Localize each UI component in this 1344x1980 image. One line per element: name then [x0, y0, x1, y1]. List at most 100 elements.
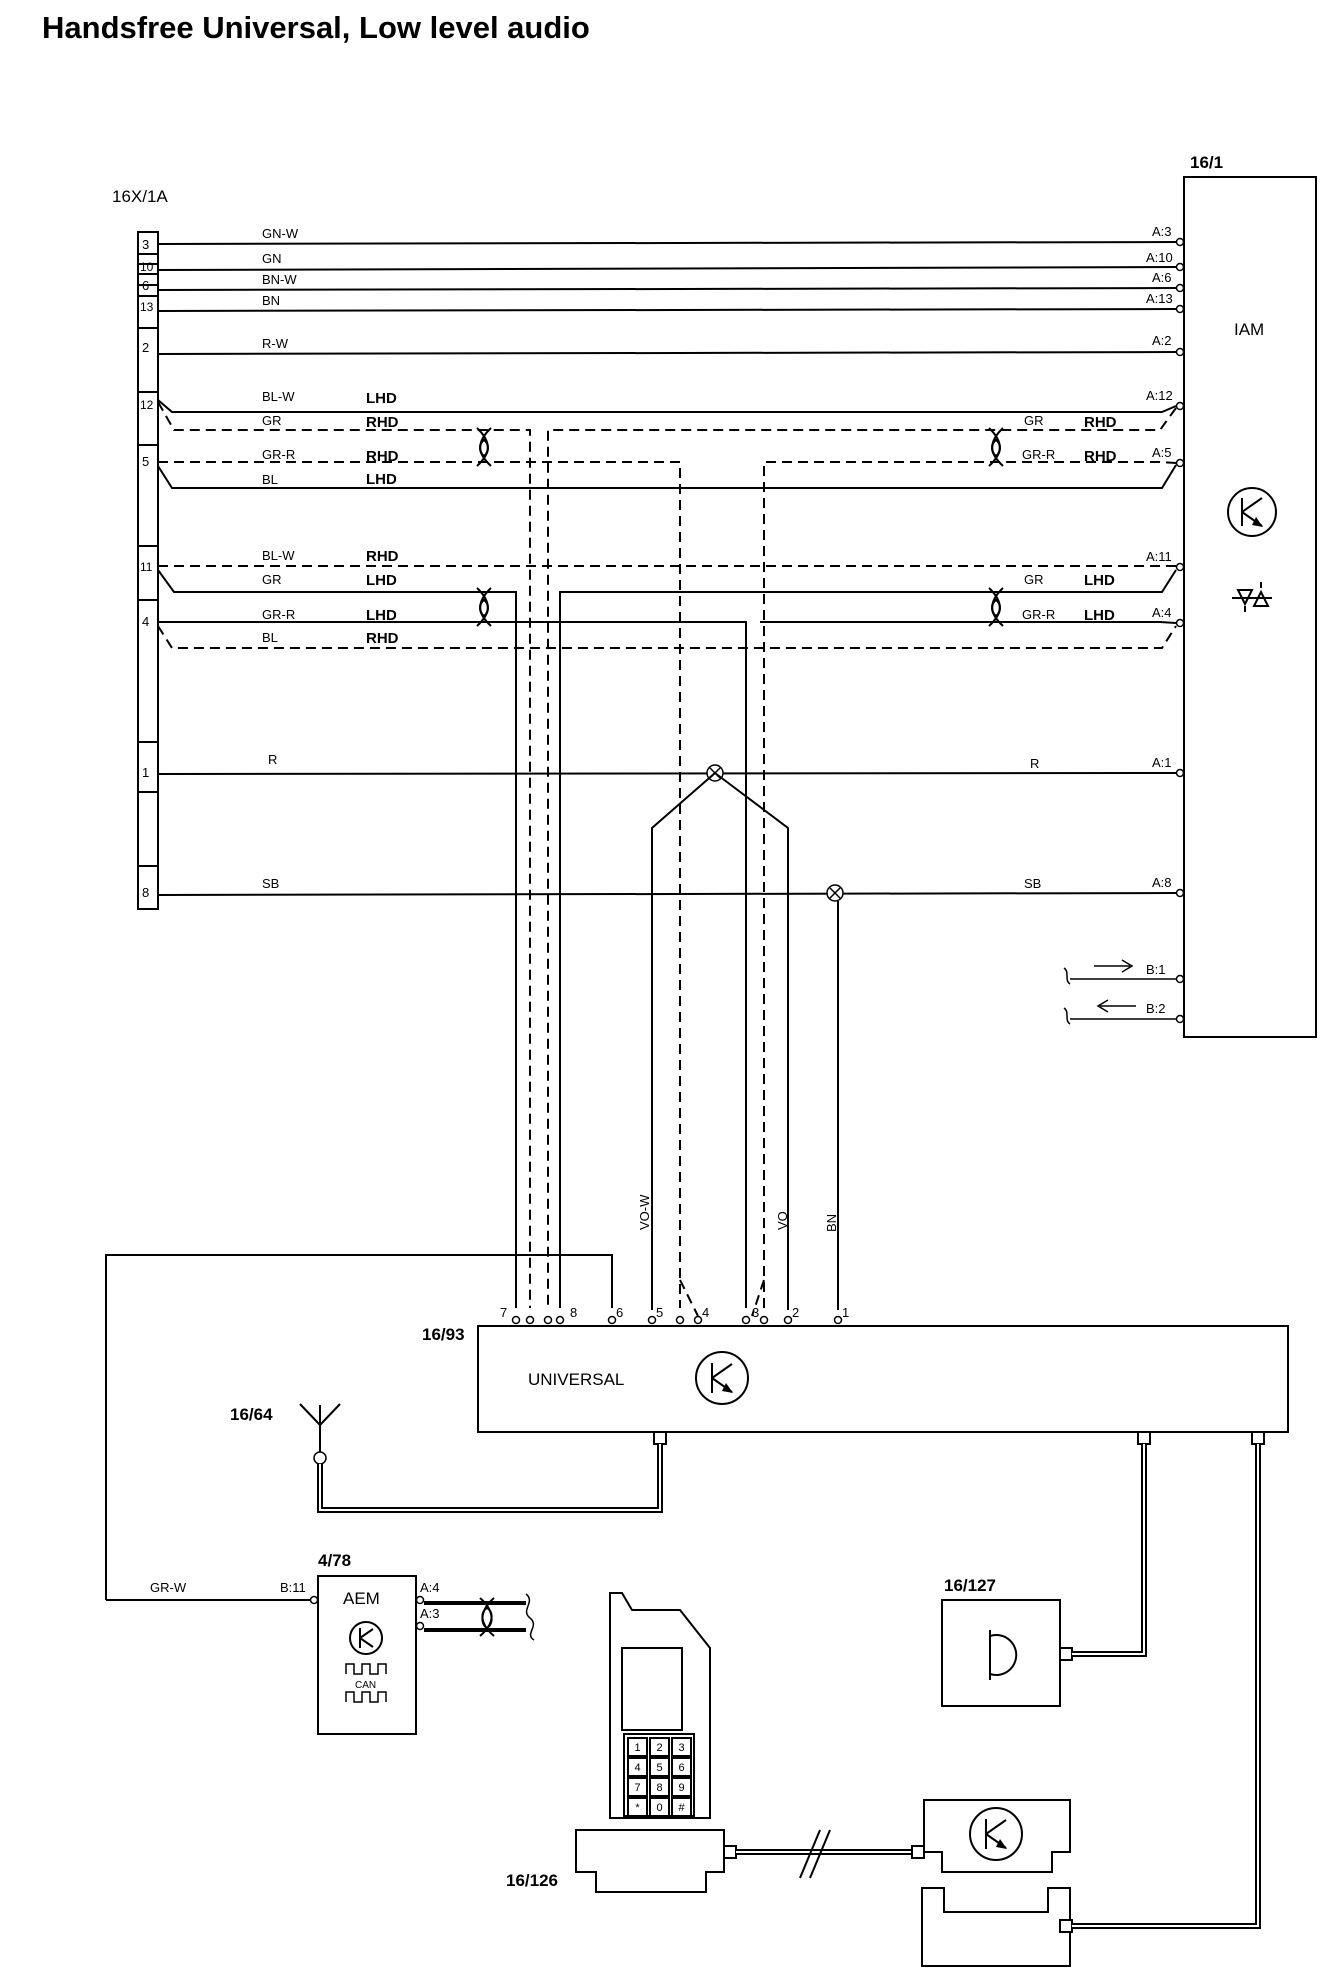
connector-16x1a-pin-2: 2	[142, 340, 149, 355]
keypad-key-label: 0	[656, 1802, 662, 1814]
variant-label-lhd-11-right: LHD	[1084, 572, 1115, 589]
wire-label-gr-w: GR-W	[150, 1580, 187, 1595]
universal-pin-1: 1	[842, 1305, 849, 1320]
straight-wires	[157, 241, 1177, 896]
phone-cradle	[921, 1887, 1073, 1967]
transistor-symbol-icon	[349, 1621, 383, 1655]
variant-label-rhd-12-right: RHD	[1084, 414, 1117, 431]
keypad-key	[627, 1737, 648, 1757]
iam-pin-a5: A:5	[1152, 445, 1172, 460]
keypad-key-label: 7	[634, 1782, 640, 1794]
phone-module	[923, 1799, 1071, 1873]
variant-label-lhd-4-right: LHD	[1084, 607, 1115, 624]
pin12-wires	[157, 399, 1177, 1308]
wire-label-gn: GN	[262, 251, 282, 266]
microphone-icon	[989, 1630, 1018, 1680]
keypad-key	[649, 1737, 670, 1757]
keypad-key	[671, 1737, 692, 1757]
variant-label-rhd-12: RHD	[366, 414, 399, 431]
aem-name: AEM	[343, 1589, 380, 1608]
universal-pin-2: 2	[792, 1305, 799, 1320]
aem-pin-terminals	[309, 1595, 425, 1631]
variant-label-lhd-12: LHD	[366, 390, 397, 407]
keypad-key-label: 5	[656, 1762, 662, 1774]
connector-16x1a-pin-4: 4	[142, 614, 149, 629]
pin4-wires	[157, 621, 1177, 1308]
connector-16x1a-pin-8: 8	[142, 885, 149, 900]
keypad-key	[671, 1757, 692, 1777]
wire-label-gn-w: GN-W	[262, 226, 299, 241]
transistor-symbol-icon	[695, 1351, 749, 1405]
connector-16x1a-pin-3: 3	[142, 237, 149, 252]
wire-label-r-left: R	[268, 752, 277, 767]
wire-label-r-right: R	[1030, 756, 1039, 771]
iam-pin-a12: A:12	[1146, 388, 1173, 403]
microphone-module	[941, 1599, 1061, 1707]
twisted-pair-icon	[988, 587, 1004, 627]
connector-16x1a-id: 16X/1A	[112, 187, 168, 206]
wire-label-gr-r-4: GR-R	[262, 607, 295, 622]
universal-pin-6: 6	[616, 1305, 623, 1320]
vertical-wires	[105, 772, 839, 1600]
universal-pin-7: 7	[500, 1305, 507, 1320]
universal-module	[477, 1325, 1289, 1433]
iam-name: IAM	[1234, 320, 1264, 339]
variant-label-rhd-5: RHD	[366, 448, 399, 465]
page-title: Handsfree Universal, Low level audio	[42, 10, 590, 45]
keypad-key-label: 1	[634, 1742, 640, 1754]
universal-pin-entry	[679, 1279, 765, 1317]
phone-module-plug	[911, 1845, 925, 1859]
variant-label-lhd-11: LHD	[366, 572, 397, 589]
wire-label-bl-w-12: BL-W	[262, 389, 295, 404]
antenna-cable	[317, 1444, 663, 1513]
connector-16x1a-pins	[138, 253, 158, 867]
iam-pin-terminals	[1175, 237, 1185, 1024]
keypad-key	[649, 1757, 670, 1777]
wire-label-bn-vertical: BN	[824, 1214, 839, 1232]
iam-pin-a10: A:10	[1146, 250, 1173, 265]
variant-label-rhd-5-right: RHD	[1084, 448, 1117, 465]
keypad-key-label: #	[678, 1802, 685, 1814]
keypad-key	[649, 1797, 670, 1817]
twisted-pair-icon	[479, 1597, 495, 1637]
universal-pin-3: 3	[752, 1305, 759, 1320]
wire-label-gr-r-5-right: GR-R	[1022, 447, 1055, 462]
keypad-key-label: *	[635, 1802, 640, 1814]
transistor-symbol-icon	[969, 1807, 1023, 1861]
microphone-plug	[1059, 1647, 1073, 1661]
wire-label-sb-right: SB	[1024, 876, 1041, 891]
wire-label-sb-left: SB	[262, 876, 279, 891]
keypad-key-label: 9	[678, 1782, 684, 1794]
connector-16x1a-pin-13: 13	[140, 300, 154, 314]
variant-label-lhd-5: LHD	[366, 471, 397, 488]
wire-label-gr-11: GR	[262, 572, 282, 587]
keypad-key-label: 6	[678, 1762, 684, 1774]
connector-16x1a-pin-12: 12	[140, 398, 154, 412]
wire-label-bn-w: BN-W	[262, 272, 297, 287]
keypad-key-label: 8	[656, 1782, 662, 1794]
wire-label-vo: VO	[775, 1211, 790, 1230]
diode-symbol-icon	[1232, 582, 1272, 612]
wire-label-gr-r-5: GR-R	[262, 447, 295, 462]
wire-label-gr-r-4-right: GR-R	[1022, 607, 1055, 622]
keypad-key	[627, 1757, 648, 1777]
iam-pin-b2: B:2	[1146, 1001, 1166, 1016]
connector-16x1a-pin-11: 11	[140, 560, 153, 574]
wire-label-gr-12-right: GR	[1024, 413, 1044, 428]
iam-pin-a8: A:8	[1152, 875, 1172, 890]
iam-pin-a4: A:4	[1152, 605, 1172, 620]
iam-module	[1183, 176, 1317, 1038]
can-label: CAN	[355, 1680, 376, 1691]
cradle-cable	[1072, 1444, 1261, 1929]
keypad-key	[627, 1777, 648, 1797]
iam-pin-b1: B:1	[1146, 962, 1166, 977]
antenna-icon	[299, 1403, 341, 1465]
wire-label-bl-4: BL	[262, 630, 278, 645]
wire-label-gr-11-right: GR	[1024, 572, 1044, 587]
aem-pin-a3: A:3	[420, 1606, 440, 1621]
splice-sb	[826, 884, 844, 902]
universal-pin-8: 8	[570, 1305, 577, 1320]
microphone-cable	[1072, 1444, 1147, 1657]
keypad-key	[671, 1797, 692, 1817]
